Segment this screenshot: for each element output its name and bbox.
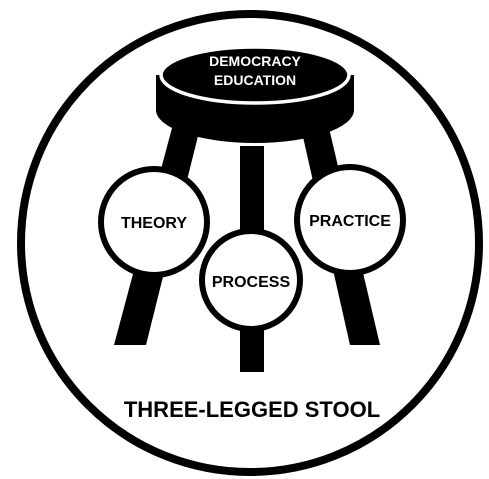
- practice-circle: [294, 164, 406, 276]
- process-label: PROCESS: [212, 274, 291, 291]
- theory-circle: [98, 166, 210, 278]
- seat-label-line1: DEMOCRACY: [209, 53, 301, 69]
- process-circle: [199, 228, 303, 332]
- diagram-caption: THREE-LEGGED STOOL: [124, 397, 380, 422]
- seat-label-line2: EDUCATION: [214, 72, 296, 88]
- practice-label: PRACTICE: [309, 213, 391, 230]
- practice-node: PRACTICE: [294, 164, 406, 276]
- process-node: PROCESS: [199, 228, 303, 332]
- seat-rim: [159, 45, 351, 105]
- theory-node: THEORY: [98, 166, 210, 278]
- theory-label: THEORY: [121, 215, 187, 232]
- stool-seat: DEMOCRACY EDUCATION: [156, 45, 354, 143]
